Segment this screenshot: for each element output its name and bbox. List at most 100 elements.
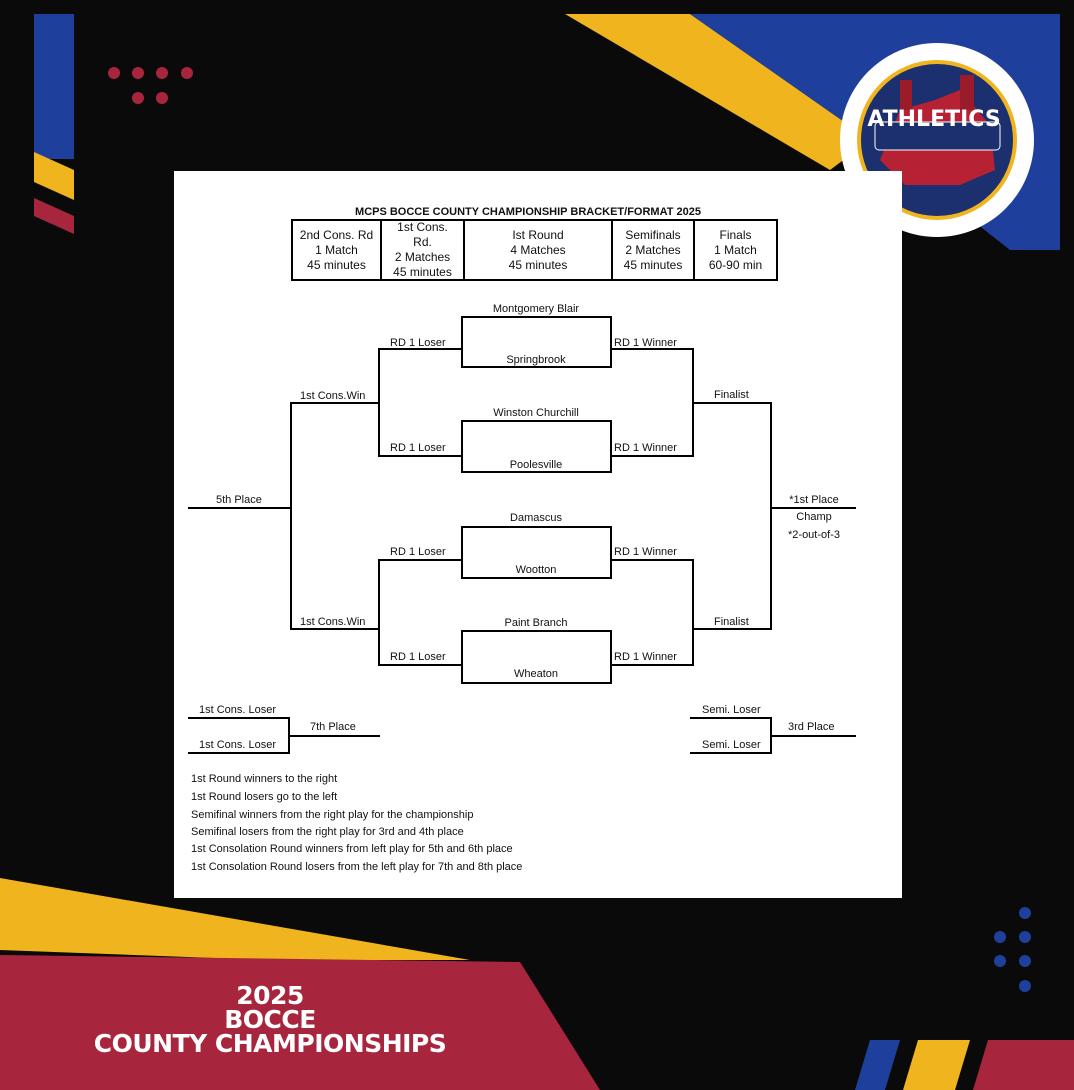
team-name: Poolesville <box>509 459 563 471</box>
rd1-loser-label: RD 1 Loser <box>390 442 446 454</box>
header-text: 4 Matches <box>510 242 566 257</box>
header-text: Ist Round <box>512 227 564 242</box>
team-name: Springbrook <box>506 354 566 366</box>
header-text: 2nd Cons. Rd <box>299 227 374 242</box>
banner-year: 2025 <box>236 981 304 1010</box>
logo-athletics-word: ATHLETICS <box>867 107 1001 132</box>
semi-loser-label: Semi. Loser <box>702 704 761 716</box>
bracket-line <box>612 664 694 666</box>
bottom-maroon-banner <box>0 955 600 1090</box>
header-text: Semifinals <box>625 227 681 242</box>
logo-raise-acronym: R.A.I.S.E. <box>899 196 969 211</box>
match-box-2 <box>461 420 612 473</box>
bracket-line <box>692 628 772 630</box>
header-text: 1 Match <box>714 242 757 257</box>
bracket-line <box>378 348 461 350</box>
match-box-1 <box>461 316 612 368</box>
header-text: 2 Matches <box>625 242 681 257</box>
team-name: Winston Churchill <box>493 407 579 419</box>
header-cell-semifinals: Semifinals 2 Matches 45 minutes <box>613 221 695 279</box>
left-blue-bar <box>34 14 74 159</box>
bracket-line <box>612 559 694 561</box>
schedule-header-table: 2nd Cons. Rd 1 Match 45 minutes 1st Cons… <box>291 219 778 281</box>
bracket-line <box>188 752 290 754</box>
bracket-line <box>612 455 694 457</box>
team-name: Wootton <box>515 564 557 576</box>
header-text: 60-90 min <box>708 257 763 272</box>
cons-win-label: 1st Cons.Win <box>300 616 366 628</box>
header-cell-finals: Finals 1 Match 60-90 min <box>695 221 776 279</box>
logo-district: MCPS <box>930 140 948 146</box>
header-text: Rd. <box>413 235 432 249</box>
finalist-label: Finalist <box>714 389 749 401</box>
bracket-line <box>378 559 461 561</box>
header-text: 45 minutes <box>307 257 366 272</box>
third-place-label: 3rd Place <box>788 721 835 733</box>
bracket-title: MCPS BOCCE COUNTY CHAMPIONSHIP BRACKET/F… <box>355 206 701 218</box>
match-box-4 <box>461 630 612 684</box>
semi-loser-label: Semi. Loser <box>702 739 761 751</box>
rd1-winner-label: RD 1 Winner <box>614 651 677 663</box>
rule-note: 1st Consolation Round losers from the le… <box>191 861 523 873</box>
left-yellow-bar <box>34 152 74 200</box>
rd1-loser-label: RD 1 Loser <box>390 337 446 349</box>
left-maroon-bar <box>34 198 74 234</box>
rule-note: Semifinal winners from the right play fo… <box>191 809 474 821</box>
team-name: Damascus <box>510 512 562 524</box>
bracket-line <box>378 559 380 666</box>
br-maroon-bar <box>973 1040 1074 1090</box>
bracket-line <box>378 664 461 666</box>
first-place-label: *1st Place <box>789 494 839 506</box>
rd1-winner-label: RD 1 Winner <box>614 442 677 454</box>
header-text: 45 minutes <box>623 257 683 272</box>
header-text: 1st Cons. <box>397 220 448 234</box>
bracket-line <box>770 735 856 737</box>
cons-loser-label: 1st Cons. Loser <box>199 739 277 751</box>
cons-win-label: 1st Cons.Win <box>300 390 366 402</box>
bracket-line <box>188 507 292 509</box>
rule-note: 1st Round losers go to the left <box>191 791 338 803</box>
rd1-loser-label: RD 1 Loser <box>390 546 446 558</box>
bracket-line <box>290 402 292 630</box>
header-cell-1st-cons: 1st Cons. Rd. 2 Matches 45 minutes <box>382 220 465 279</box>
blue-dots <box>994 907 1031 992</box>
match-box-3 <box>461 526 612 579</box>
team-name: Paint Branch <box>504 617 568 629</box>
header-text: 2 Matches <box>394 250 451 264</box>
team-name: Montgomery Blair <box>492 303 580 315</box>
bottom-yellow-stripe <box>0 878 470 960</box>
bracket-sheet: MCPS BOCCE COUNTY CHAMPIONSHIP BRACKET/F… <box>174 171 902 898</box>
rule-note: 1st Round winners to the right <box>191 773 338 785</box>
header-text: 45 minutes <box>393 265 452 279</box>
two-of-three-label: *2-out-of-3 <box>788 529 840 541</box>
bracket-line <box>290 402 380 404</box>
header-text: 45 minutes <box>508 257 568 272</box>
bracket-line <box>690 717 772 719</box>
bracket-line <box>188 717 290 719</box>
bracket-line <box>612 348 694 350</box>
bracket-line <box>288 735 380 737</box>
header-text: Finals <box>719 227 752 242</box>
finalist-label: Finalist <box>714 616 749 628</box>
banner-event: COUNTY CHAMPIONSHIPS <box>93 1029 447 1058</box>
banner-sport: BOCCE <box>224 1005 316 1034</box>
rd1-winner-label: RD 1 Winner <box>614 546 677 558</box>
top-yellow-stripe <box>565 14 870 170</box>
bracket-line <box>692 402 772 404</box>
rule-note: Semifinal losers from the right play for… <box>191 826 464 838</box>
bracket-line <box>690 752 772 754</box>
header-text: 1 Match <box>315 242 358 257</box>
team-name: Wheaton <box>513 668 559 680</box>
cons-loser-label: 1st Cons. Loser <box>199 704 277 716</box>
br-blue-bar <box>855 1040 900 1090</box>
fifth-place-label: 5th Place <box>216 494 262 506</box>
bracket-line <box>770 402 772 630</box>
banner-title: 2025 BOCCE COUNTY CHAMPIONSHIPS <box>20 981 520 1058</box>
br-yellow-bar <box>903 1040 970 1090</box>
champ-label: Champ <box>796 511 832 523</box>
header-cell-1st-round: Ist Round 4 Matches 45 minutes <box>465 221 613 279</box>
bracket-line <box>692 559 694 666</box>
header-cell-2nd-cons: 2nd Cons. Rd 1 Match 45 minutes <box>293 221 382 279</box>
